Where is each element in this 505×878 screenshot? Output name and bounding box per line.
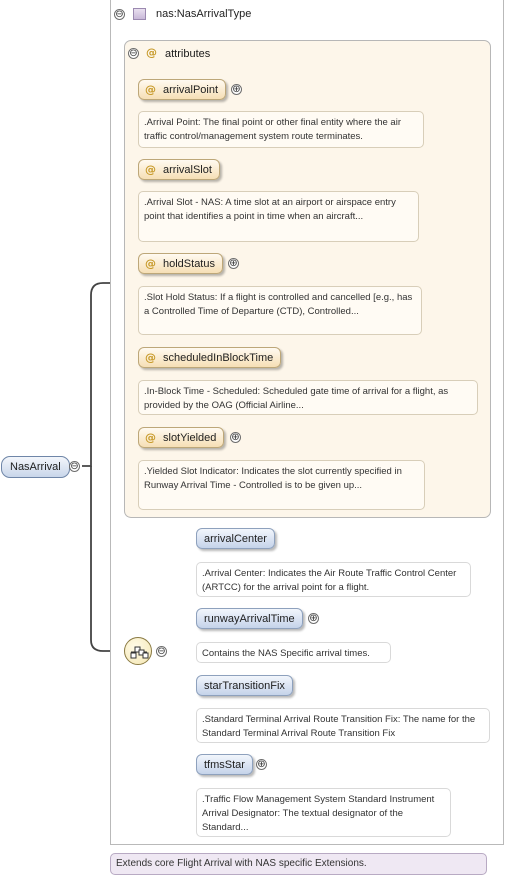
attribute-arrivalSlot[interactable]: @ arrivalSlot [138,159,220,180]
attribute-icon: @ [145,351,156,364]
attribute-name: slotYielded [163,431,217,444]
attribute-doc: .Slot Hold Status: If a flight is contro… [138,286,422,335]
attribute-icon: @ [145,257,156,270]
element-name: starTransitionFix [204,679,285,692]
element-runwayArrivalTime[interactable]: runwayArrivalTime [196,608,303,629]
expand-icon[interactable]: ⊕ [308,613,319,624]
sequence-icon [130,646,149,659]
attribute-group-icon: @ [146,46,157,59]
attribute-name: scheduledInBlockTime [163,351,274,364]
type-documentation: Extends core Flight Arrival with NAS spe… [110,853,487,875]
type-collapse-icon[interactable]: ⊖ [114,9,125,20]
element-doc: .Standard Terminal Arrival Route Transit… [196,708,490,743]
complex-type-icon [133,8,146,20]
attribute-slotYielded[interactable]: @ slotYielded [138,427,225,448]
root-to-sequence-line [90,466,124,652]
attribute-doc: .In-Block Time - Scheduled: Scheduled ga… [138,380,478,415]
attribute-icon: @ [145,83,156,96]
element-doc: .Traffic Flow Management System Standard… [196,788,451,837]
sequence-compositor[interactable] [124,637,152,665]
attribute-icon: @ [145,431,156,444]
attribute-doc: .Arrival Slot - NAS: A time slot at an a… [138,191,419,242]
element-tfmsStar[interactable]: tfmsStar [196,754,253,775]
element-arrivalCenter[interactable]: arrivalCenter [196,528,275,549]
attribute-name: arrivalSlot [163,163,212,176]
element-name: runwayArrivalTime [204,612,295,625]
attribute-doc: .Arrival Point: The final point or other… [138,111,424,148]
attribute-scheduledInBlockTime[interactable]: @ scheduledInBlockTime [138,347,282,368]
attribute-arrivalPoint[interactable]: @ arrivalPoint [138,79,227,100]
attributes-collapse-icon[interactable]: ⊖ [128,48,139,59]
attribute-icon: @ [145,163,156,176]
attribute-doc: .Yielded Slot Indicator: Indicates the s… [138,460,425,510]
element-starTransitionFix[interactable]: starTransitionFix [196,675,293,696]
expand-icon[interactable]: ⊕ [228,258,239,269]
expand-icon[interactable]: ⊕ [256,759,267,770]
sequence-collapse-icon[interactable]: ⊖ [156,646,167,657]
expand-icon[interactable]: ⊕ [230,432,241,443]
element-name: tfmsStar [204,758,245,771]
attribute-name: arrivalPoint [163,83,219,96]
element-name: arrivalCenter [204,532,267,545]
attribute-name: holdStatus [163,257,215,270]
attributes-group-label: attributes [165,48,211,60]
type-name-label: nas:NasArrivalType [156,8,252,20]
expand-icon[interactable]: ⊕ [231,84,242,95]
root-element-label: NasArrival [10,461,61,473]
attribute-holdStatus[interactable]: @ holdStatus [138,253,223,274]
element-doc: Contains the NAS Specific arrival times. [196,642,391,663]
root-to-attributes-line [82,282,124,467]
element-doc: .Arrival Center: Indicates the Air Route… [196,562,471,597]
root-collapse-icon[interactable]: ⊖ [69,461,80,472]
root-element-NasArrival[interactable]: NasArrival [1,456,70,478]
